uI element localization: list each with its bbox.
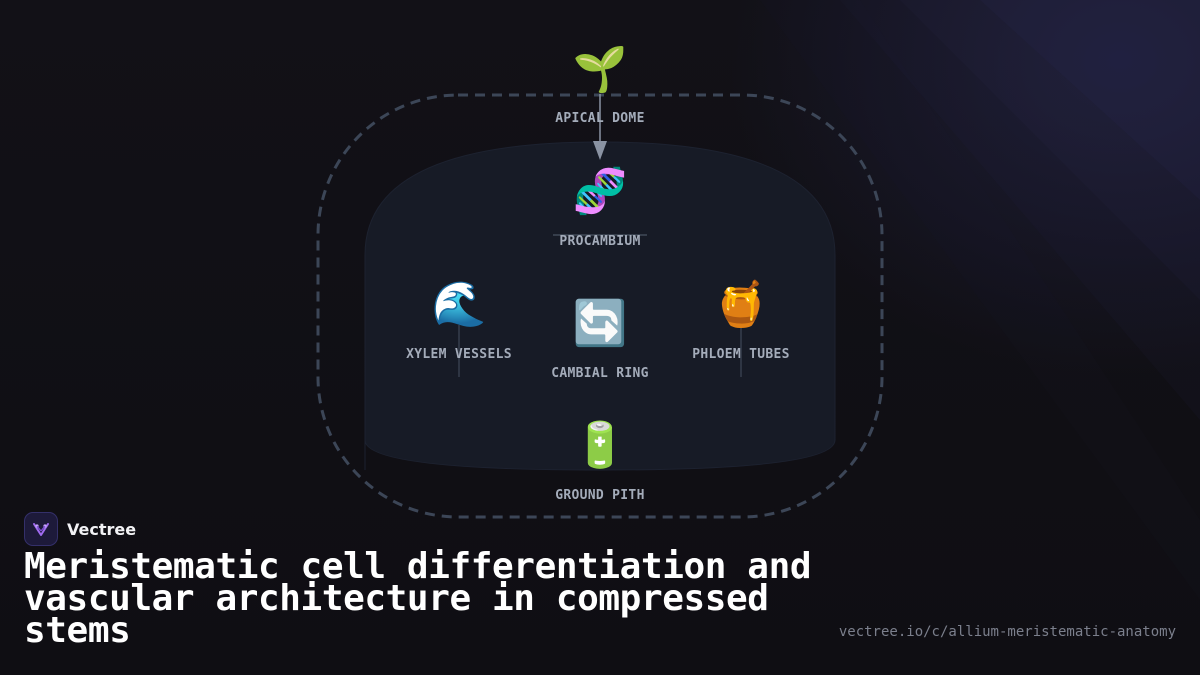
honey-pot-icon: 🍯: [713, 279, 769, 330]
wave-icon: 🌊: [431, 279, 487, 330]
ground-pith-label: GROUND PITH: [555, 488, 645, 503]
page-title: Meristematic cell differentiation and va…: [24, 546, 812, 651]
source-url[interactable]: vectree.io/c/allium-meristematic-anatomy: [838, 624, 1176, 640]
phloem-tubes-label: PHLOEM TUBES: [692, 347, 790, 362]
cambial-ring-label: CAMBIAL RING: [551, 366, 649, 381]
battery-icon: 🔋: [572, 420, 628, 471]
brand[interactable]: Vectree: [24, 512, 136, 546]
seedling-icon: 🌱: [572, 44, 628, 95]
procambium-label: PROCAMBIUM: [559, 234, 641, 249]
xylem-vessels-label: XYLEM VESSELS: [406, 347, 512, 362]
vectree-logo-icon: [24, 512, 58, 546]
cycle-arrows-icon: 🔄: [572, 298, 628, 349]
apical-to-procambium-arrowhead: [593, 141, 607, 160]
brand-name: Vectree: [67, 519, 137, 539]
apical-dome-label: APICAL DOME: [555, 111, 645, 126]
corpus-inner-panel: [364, 141, 836, 471]
dna-icon: 🧬: [572, 166, 628, 217]
